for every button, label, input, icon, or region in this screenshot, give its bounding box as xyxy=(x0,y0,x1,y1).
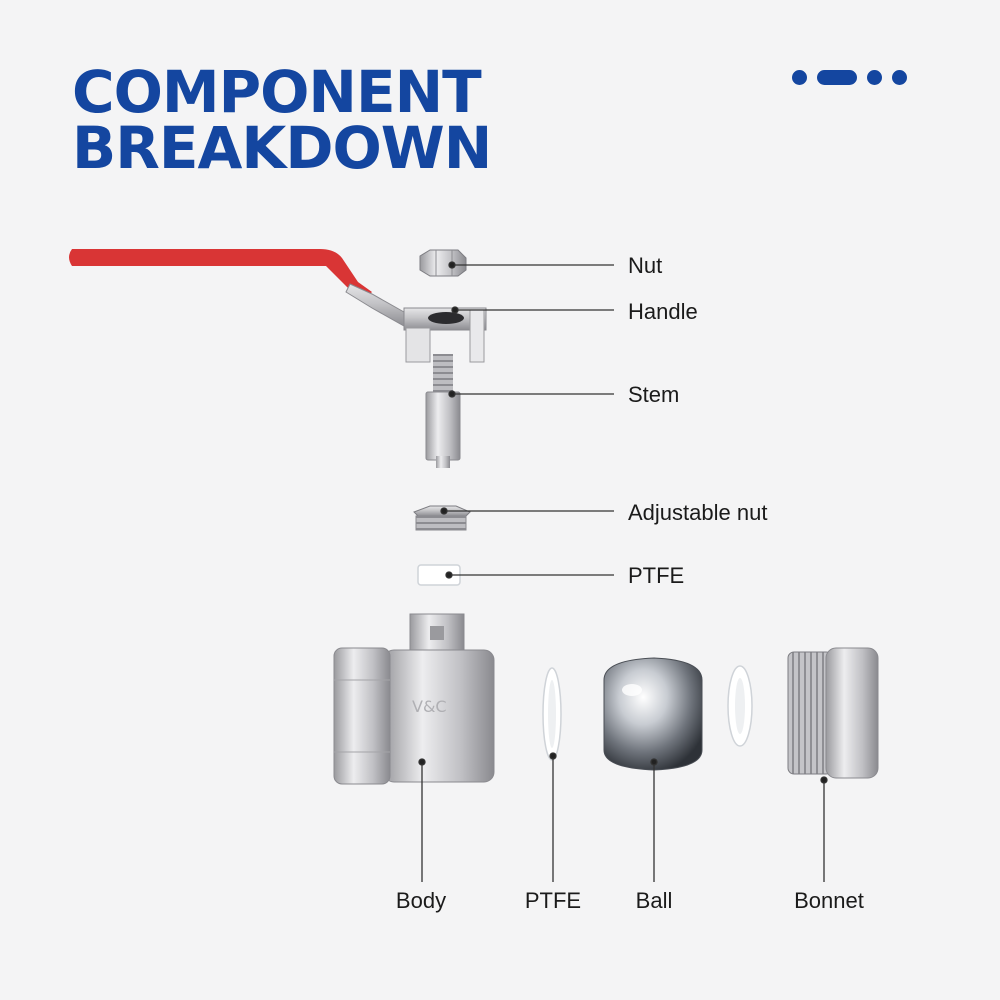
leader-lines xyxy=(418,261,828,882)
title-line-2: BREAKDOWN xyxy=(72,114,492,182)
title-line-1: COMPONENT xyxy=(72,58,482,126)
nut-part xyxy=(419,249,467,277)
label-bonnet: Bonnet xyxy=(794,888,864,913)
stem-part xyxy=(425,354,461,468)
pagination-dots[interactable] xyxy=(792,70,907,85)
body-part: V&C xyxy=(333,613,495,785)
ball-part xyxy=(603,657,703,771)
handle-left-tab xyxy=(405,327,431,363)
pagination-dot[interactable] xyxy=(792,70,807,85)
handle-grip xyxy=(69,249,372,298)
handle-shank xyxy=(345,283,405,327)
page-title: COMPONENT BREAKDOWN xyxy=(72,58,492,182)
handle-part xyxy=(69,249,487,363)
ptfe-ring-right xyxy=(727,665,753,747)
label-ptfe-top: PTFE xyxy=(628,563,685,588)
pagination-dot[interactable] xyxy=(867,70,882,85)
label-body: Body xyxy=(395,888,447,913)
label-nut: Nut xyxy=(628,253,663,278)
brand-mark-logo: V&C xyxy=(412,697,447,716)
handle-hole xyxy=(428,312,464,324)
label-ptfe-bottom: PTFE xyxy=(524,888,582,913)
ptfe-bottom-part xyxy=(542,667,562,761)
label-handle: Handle xyxy=(628,299,698,324)
pagination-dot-active[interactable] xyxy=(817,70,857,85)
label-stem: Stem xyxy=(628,382,680,407)
pagination-dot[interactable] xyxy=(892,70,907,85)
label-adjustable-nut: Adjustable nut xyxy=(628,500,768,525)
label-ball: Ball xyxy=(635,888,673,913)
bonnet-part xyxy=(787,647,879,779)
handle-right-tab xyxy=(469,309,485,363)
